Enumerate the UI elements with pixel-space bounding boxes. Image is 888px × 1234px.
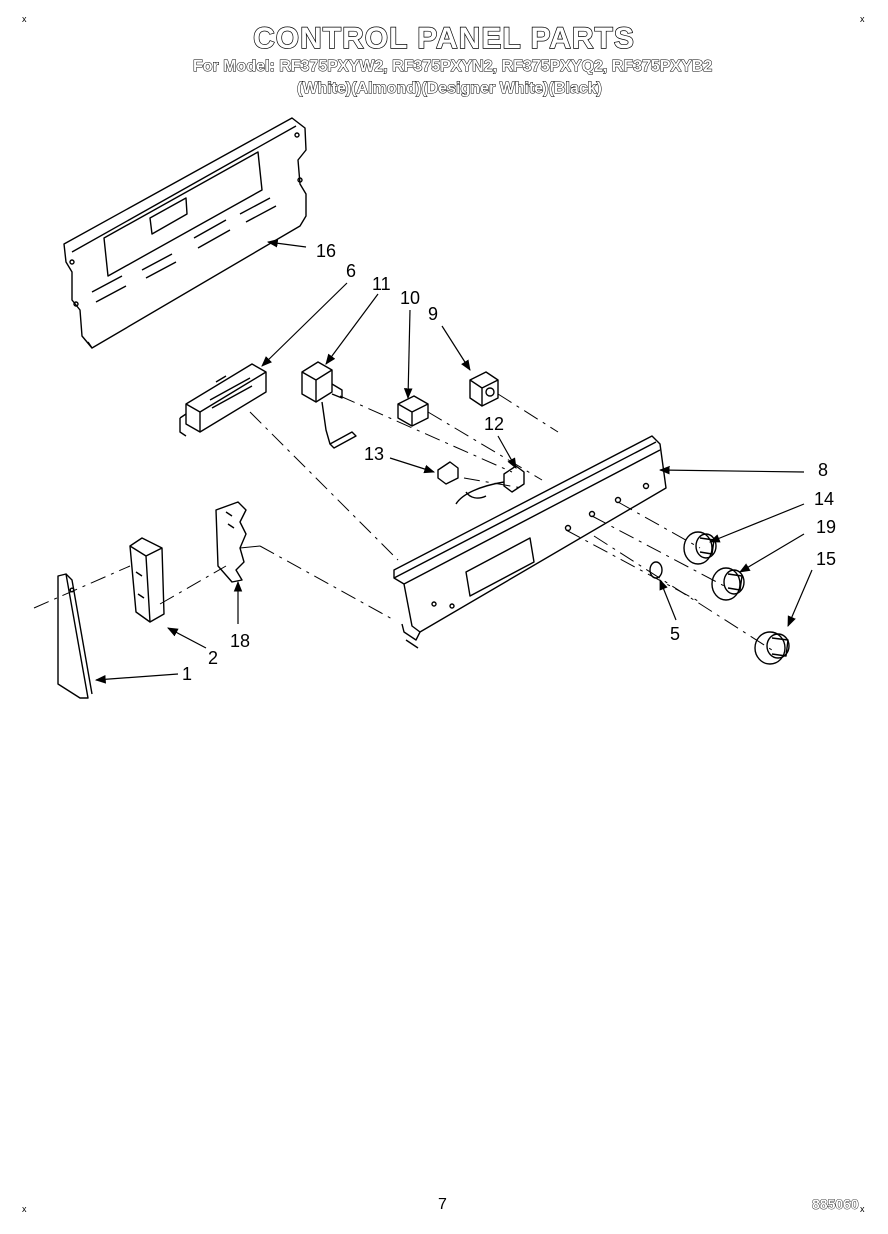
callout-16: 16: [316, 241, 336, 261]
callout-14: 14: [814, 489, 834, 509]
callout-15: 15: [816, 549, 836, 569]
callout-10: 10: [400, 288, 420, 308]
part-18-bracket: [215, 501, 247, 583]
callout-6: 6: [346, 261, 356, 281]
part-10-relay: [397, 395, 429, 427]
callout-1: 1: [182, 664, 192, 684]
part-19-knob: [711, 567, 745, 601]
part-2-endcap: [129, 537, 165, 623]
part-9-switch: [469, 371, 499, 407]
callout-9: 9: [428, 304, 438, 324]
part-6-clock-board: [179, 363, 267, 437]
callout-11: 11: [372, 274, 391, 294]
callout-2: 2: [208, 648, 218, 668]
corner-mark-bottom-left: x: [22, 1204, 27, 1214]
callout-19: 19: [816, 517, 836, 537]
page-number: 7: [438, 1196, 447, 1213]
part-14-knob: [683, 531, 717, 565]
corner-mark-top-left: x: [22, 14, 27, 24]
callout-8: 8: [818, 460, 828, 480]
corner-mark-top-right: x: [860, 14, 865, 24]
page-title: CONTROL PANEL PARTS: [252, 21, 635, 55]
callout-18: 18: [230, 631, 250, 651]
callout-13: 13: [364, 444, 384, 464]
part-15-knob: [754, 631, 790, 665]
part-11-switch: [301, 361, 357, 449]
color-list: (White)(Almond)(Designer White)(Black): [297, 80, 603, 98]
part-8-console-panel: [393, 435, 667, 649]
part-13-connector: [437, 461, 459, 485]
document-number: 885060: [812, 1196, 860, 1213]
part-12-terminal: [455, 465, 525, 505]
corner-mark-bottom-right: x: [860, 1204, 865, 1214]
callout-5: 5: [670, 624, 680, 644]
part-1-side-trim: [57, 573, 93, 699]
model-list: For Model: RF375PXYW2, RF375PXYN2, RF375…: [192, 58, 713, 76]
part-16-rear-panel: [63, 117, 307, 349]
callout-12: 12: [484, 414, 504, 434]
